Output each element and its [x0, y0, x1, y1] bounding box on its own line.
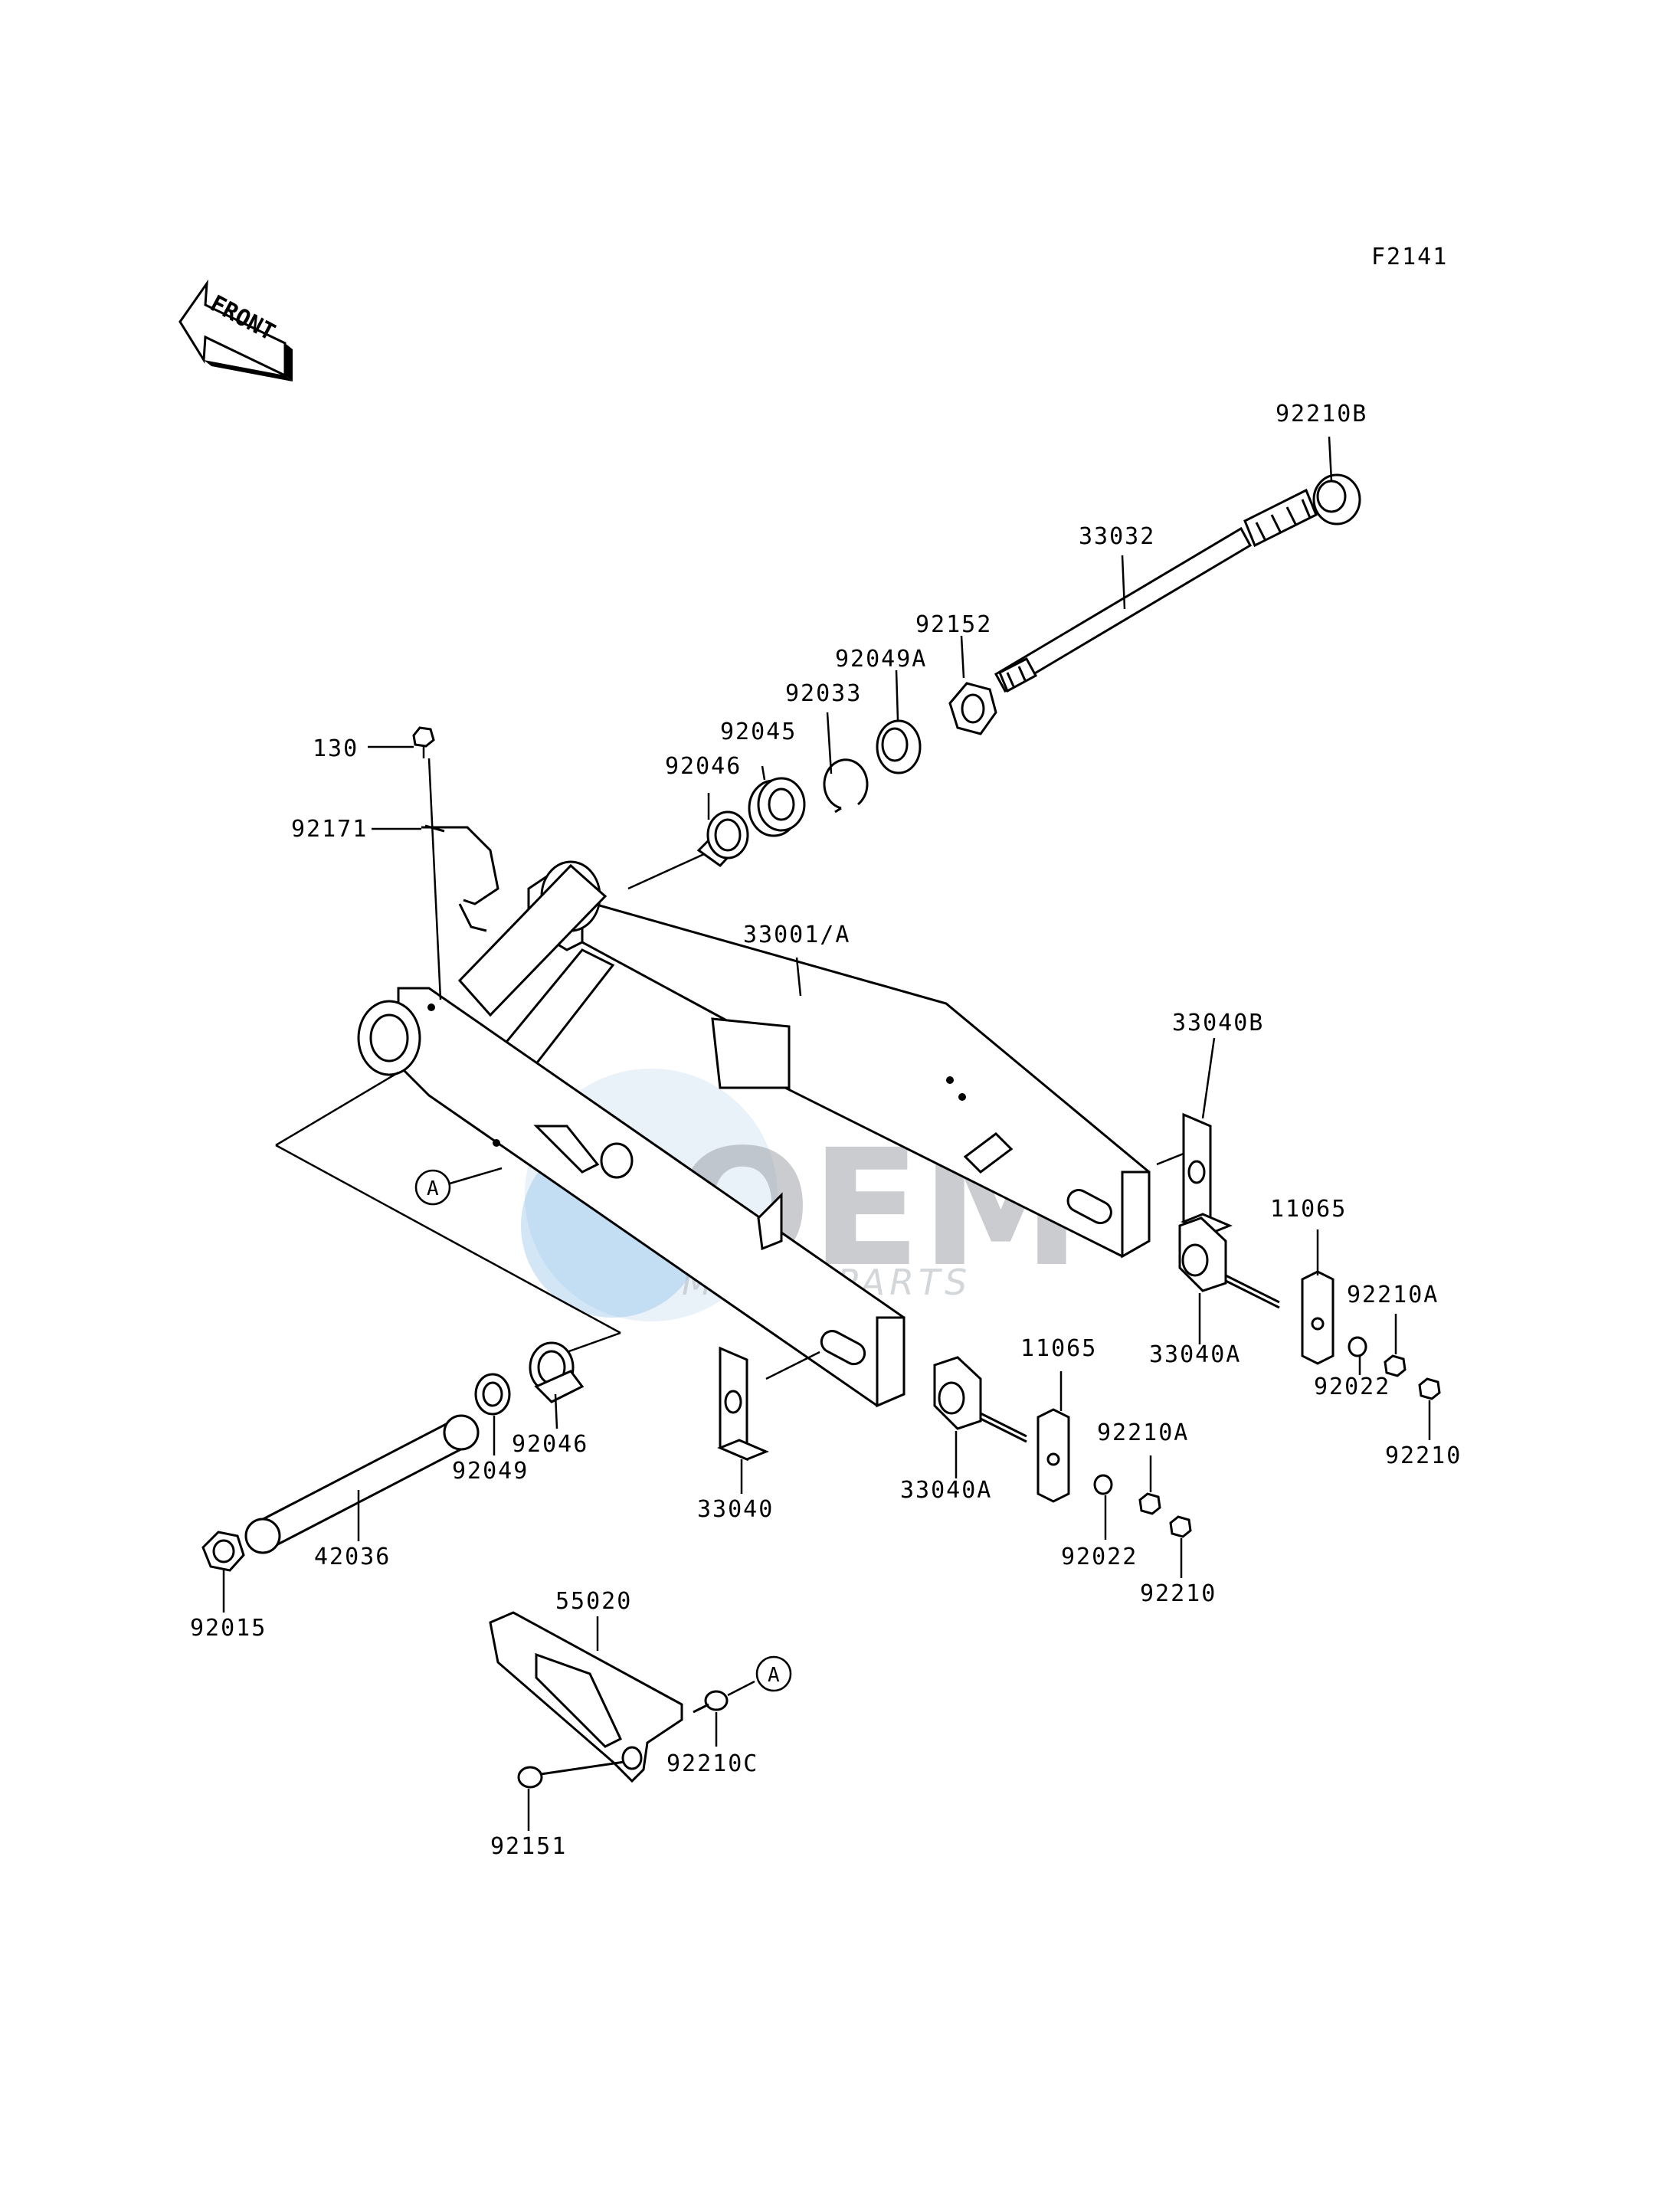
nut-92015 [201, 1531, 245, 1572]
label-92046-bottom: 92046 [512, 1431, 588, 1458]
front-arrow-icon: FRONT [178, 279, 293, 381]
plate-33040 [717, 1346, 769, 1462]
label-33001A: 33001/A [743, 922, 850, 948]
figure-code: F2141 [1371, 244, 1448, 270]
label-92022-right: 92022 [1314, 1374, 1390, 1400]
label-55020: 55020 [555, 1588, 632, 1615]
label-92033: 92033 [785, 680, 862, 707]
label-92210A-right: 92210A [1347, 1282, 1439, 1308]
assembly-guide-lines [275, 849, 1196, 1380]
clamp-92171 [421, 824, 499, 932]
nut-92210-right [1418, 1377, 1441, 1400]
bearing-92045 [748, 777, 806, 837]
label-92210C: 92210C [666, 1750, 758, 1777]
label-11065-mid: 11065 [1020, 1335, 1097, 1362]
nut-92210B [1312, 473, 1361, 526]
label-33040: 33040 [697, 1496, 774, 1523]
label-92210A-mid: 92210A [1097, 1419, 1189, 1446]
label-92022-mid: 92022 [1061, 1544, 1138, 1570]
label-92151: 92151 [490, 1833, 567, 1860]
nut-92210A-mid [1138, 1492, 1161, 1515]
plate-11065-mid [1036, 1408, 1070, 1503]
label-92015: 92015 [190, 1615, 267, 1642]
axle-33032 [994, 488, 1318, 693]
bolt-130 [412, 726, 435, 758]
svg-text:A: A [768, 1664, 780, 1687]
circlip-92033 [823, 758, 869, 814]
washer-92022-mid [1093, 1474, 1113, 1495]
chain-slider-55020 [489, 1611, 683, 1783]
svg-text:A: A [427, 1177, 439, 1200]
label-33032: 33032 [1079, 523, 1155, 550]
label-92046-top: 92046 [665, 753, 742, 780]
part-labels: 92210B 33032 92152 92049A 92033 92045 92… [190, 401, 1462, 1860]
adjuster-33040A-mid [933, 1356, 1027, 1443]
nut-92210-mid [1169, 1515, 1192, 1538]
label-33040B: 33040B [1172, 1010, 1264, 1036]
label-33040A-right: 33040A [1149, 1341, 1241, 1368]
label-92210B: 92210B [1276, 401, 1367, 427]
needle-bearing-92046-top [696, 810, 749, 867]
needle-bearing-92046-bottom [529, 1341, 585, 1403]
bolt-92151 [517, 1760, 625, 1789]
plate-11065-right [1301, 1270, 1335, 1365]
label-92210-mid: 92210 [1140, 1580, 1217, 1607]
nut-92152 [948, 682, 997, 735]
label-92152: 92152 [915, 611, 992, 638]
label-11065-right: 11065 [1270, 1196, 1347, 1223]
label-130: 130 [313, 735, 359, 762]
reference-callout-a-2: A [755, 1655, 792, 1692]
label-92049A: 92049A [835, 646, 927, 673]
plate-33040B [1181, 1112, 1233, 1236]
label-33040A-mid: 33040A [900, 1477, 992, 1504]
swingarm-frame [357, 860, 1151, 1408]
adjuster-33040A-right [1178, 1216, 1280, 1309]
seal-92049A [876, 719, 922, 774]
label-92171: 92171 [291, 816, 368, 843]
reference-callout-a-1: A [414, 1167, 503, 1206]
label-92210-right: 92210 [1385, 1442, 1462, 1469]
bolt-92210C [693, 1690, 729, 1714]
label-92049: 92049 [452, 1458, 529, 1485]
label-42036: 42036 [314, 1544, 391, 1570]
leader-lines [222, 436, 1431, 1831]
nut-92210A-right [1384, 1354, 1407, 1377]
washer-92022-right [1348, 1336, 1367, 1357]
seal-92049 [474, 1373, 511, 1416]
pivot-shaft-42036 [244, 1414, 480, 1554]
label-92045: 92045 [720, 719, 797, 745]
